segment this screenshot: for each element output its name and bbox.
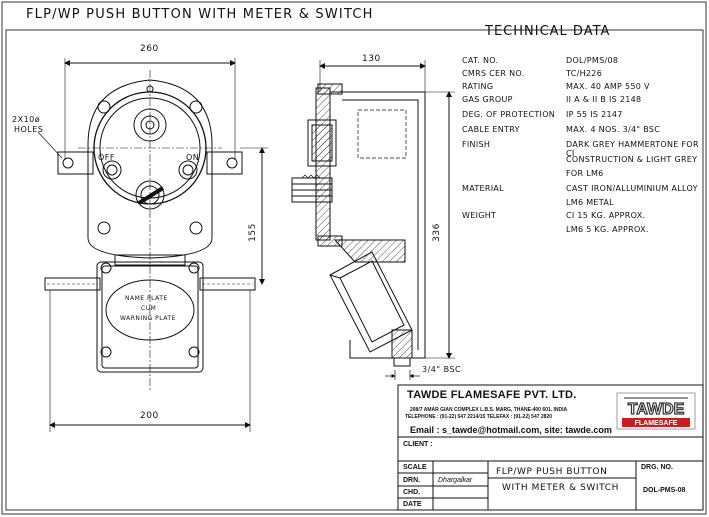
dim-260: 260 [140, 44, 159, 54]
spec-value: LM6 METAL [566, 198, 614, 207]
spec-value: FOR LM6 [566, 169, 604, 178]
spec-value: CAST IRON/ALLUMINIUM ALLOY [566, 184, 698, 193]
date-label: DATE [403, 501, 422, 508]
spec-label: WEIGHT [462, 211, 497, 220]
company-name: TAWDE FLAMESAFE PVT. LTD. [407, 389, 577, 401]
spec-value: CI 15 KG. APPROX. [566, 211, 646, 220]
side-view [291, 60, 455, 380]
spec-value: LM6 5 KG. APPROX. [566, 225, 649, 234]
spec-value: DARK GREY HAMMERTONE FOR CI [566, 140, 699, 158]
spec-label: MATERIAL [462, 184, 504, 193]
name-plate-label-3: WARNING PLATE [120, 315, 176, 322]
client-label: CLIENT : [403, 441, 433, 448]
spec-label: CAT. NO. [462, 56, 499, 65]
dwg-title-line1: FLP/WP PUSH BUTTON [496, 467, 608, 477]
dim-200: 200 [140, 411, 159, 421]
name-plate-label: NAME PLATE [125, 295, 168, 302]
technical-data-heading: TECHNICAL DATA [485, 24, 611, 39]
name-plate-label-2: CUM [141, 305, 157, 312]
drg-no: DOL-PMS-08 [643, 487, 686, 494]
drg-no-label: DRG. NO. [641, 464, 673, 471]
logo-wordmark: TAWDE [628, 401, 685, 418]
dim-130: 130 [362, 54, 381, 64]
drn-name: Dhargalkar [438, 477, 473, 484]
company-address: 208/7 AMAR GIAN COMPLEX L.B.S. MARG, THA… [410, 407, 568, 413]
company-email: Email : s_tawde@hotmail.com, site: tawde… [410, 425, 612, 435]
scale-label: SCALE [403, 464, 427, 471]
company-logo: TAWDE FLAMESAFE [616, 392, 696, 430]
spec-value: IP 55 IS 2147 [566, 110, 623, 119]
spec-value: DOL/PMS/08 [566, 56, 619, 65]
dwg-title-line2: WITH METER & SWITCH [502, 483, 619, 493]
dim-bsc: 3/4" BSC [422, 365, 462, 374]
off-label: OFF [98, 153, 115, 162]
holes-label-2: HOLES [14, 125, 44, 134]
dim-155: 155 [247, 223, 258, 242]
spec-label: CABLE ENTRY [462, 125, 520, 134]
on-label: ON [186, 153, 200, 162]
dim-336: 336 [431, 223, 442, 242]
logo-subtext: FLAMESAFE [635, 420, 678, 427]
drawing-title: FLP/WP PUSH BUTTON WITH METER & SWITCH [26, 7, 374, 22]
spec-label: GAS GROUP [462, 95, 513, 104]
chd-label: CHD. [403, 489, 421, 496]
spec-value: CONSTRUCTION & LIGHT GREY [566, 155, 698, 164]
spec-label: DEG. OF PROTECTION [462, 110, 556, 119]
front-view [37, 58, 268, 432]
spec-value: II A & II B IS 2148 [566, 95, 642, 104]
title-block [397, 384, 704, 511]
company-telephone: TELEPHONE : (91-22) 547 2214/15 TELEFAX … [405, 414, 553, 420]
holes-label: 2X10ø [12, 115, 41, 124]
inner-border [5, 29, 704, 511]
drn-label: DRN. [403, 477, 421, 484]
spec-value: MAX. 4 NOS. 3/4" BSC [566, 125, 661, 134]
spec-value: TC/H226 [566, 69, 603, 78]
spec-label: RATING [462, 82, 494, 91]
spec-label: CMRS CER NO. [462, 69, 525, 78]
spec-value: MAX. 40 AMP 550 V [566, 82, 650, 91]
spec-label: FINISH [462, 140, 491, 149]
